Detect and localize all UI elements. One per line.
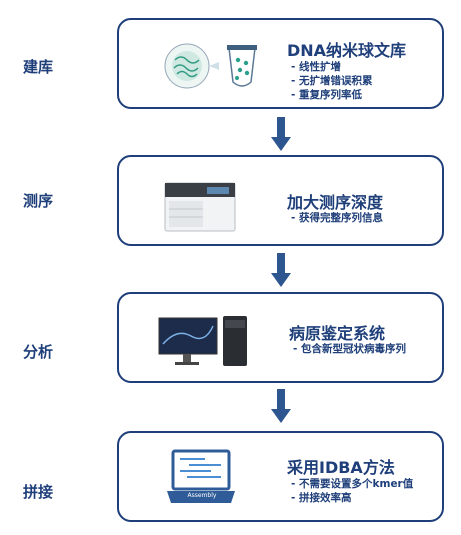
bullet-item: 不需要设置多个kmer值 (291, 477, 413, 491)
bullet-item: 无扩增错误积累 (291, 74, 373, 88)
bullet-list-assembly: 不需要设置多个kmer值 拼接效率高 (291, 477, 413, 505)
card-library: DNA纳米球文库 线性扩增 无扩增错误积累 重复序列率低 (117, 18, 444, 109)
card-title-assembly: 采用IDBA方法 (287, 458, 395, 477)
card-title-sequencing: 加大测序深度 (287, 193, 384, 212)
card-title-library: DNA纳米球文库 (287, 41, 407, 60)
bullet-item: 包含新型冠状病毒序列 (293, 342, 406, 356)
laptop-screen-label: Assembly (187, 492, 217, 499)
card-analysis: 病原鉴定系统 包含新型冠状病毒序列 (117, 292, 444, 383)
bullet-item: 拼接效率高 (291, 491, 413, 505)
bullet-list-library: 线性扩增 无扩增错误积累 重复序列率低 (291, 60, 373, 102)
step-label-library: 建库 (22, 58, 53, 76)
bullet-list-analysis: 包含新型冠状病毒序列 (293, 342, 406, 356)
arrow-down-icon (271, 117, 291, 151)
arrow-down-icon (271, 389, 291, 423)
step-label-analysis: 分析 (22, 343, 53, 361)
laptop-icon (167, 449, 235, 503)
card-sequencing: 加大测序深度 获得完整序列信息 (117, 155, 444, 246)
bullet-item: 获得完整序列信息 (291, 211, 383, 225)
sequencer-icon (164, 182, 236, 232)
dna-nanoball-icon (164, 43, 257, 89)
step-label-assembly: 拼接 (22, 483, 53, 501)
step-label-sequencing: 测序 (22, 192, 53, 210)
workstation-icon (158, 316, 247, 366)
bullet-list-sequencing: 获得完整序列信息 (291, 211, 383, 225)
bullet-item: 重复序列率低 (291, 88, 373, 102)
card-title-analysis: 病原鉴定系统 (289, 324, 386, 343)
arrow-down-icon (271, 253, 291, 287)
bullet-item: 线性扩增 (291, 60, 373, 74)
card-assembly: Assembly 采用IDBA方法 不需要设置多个kmer值 拼接效率高 (117, 431, 444, 522)
